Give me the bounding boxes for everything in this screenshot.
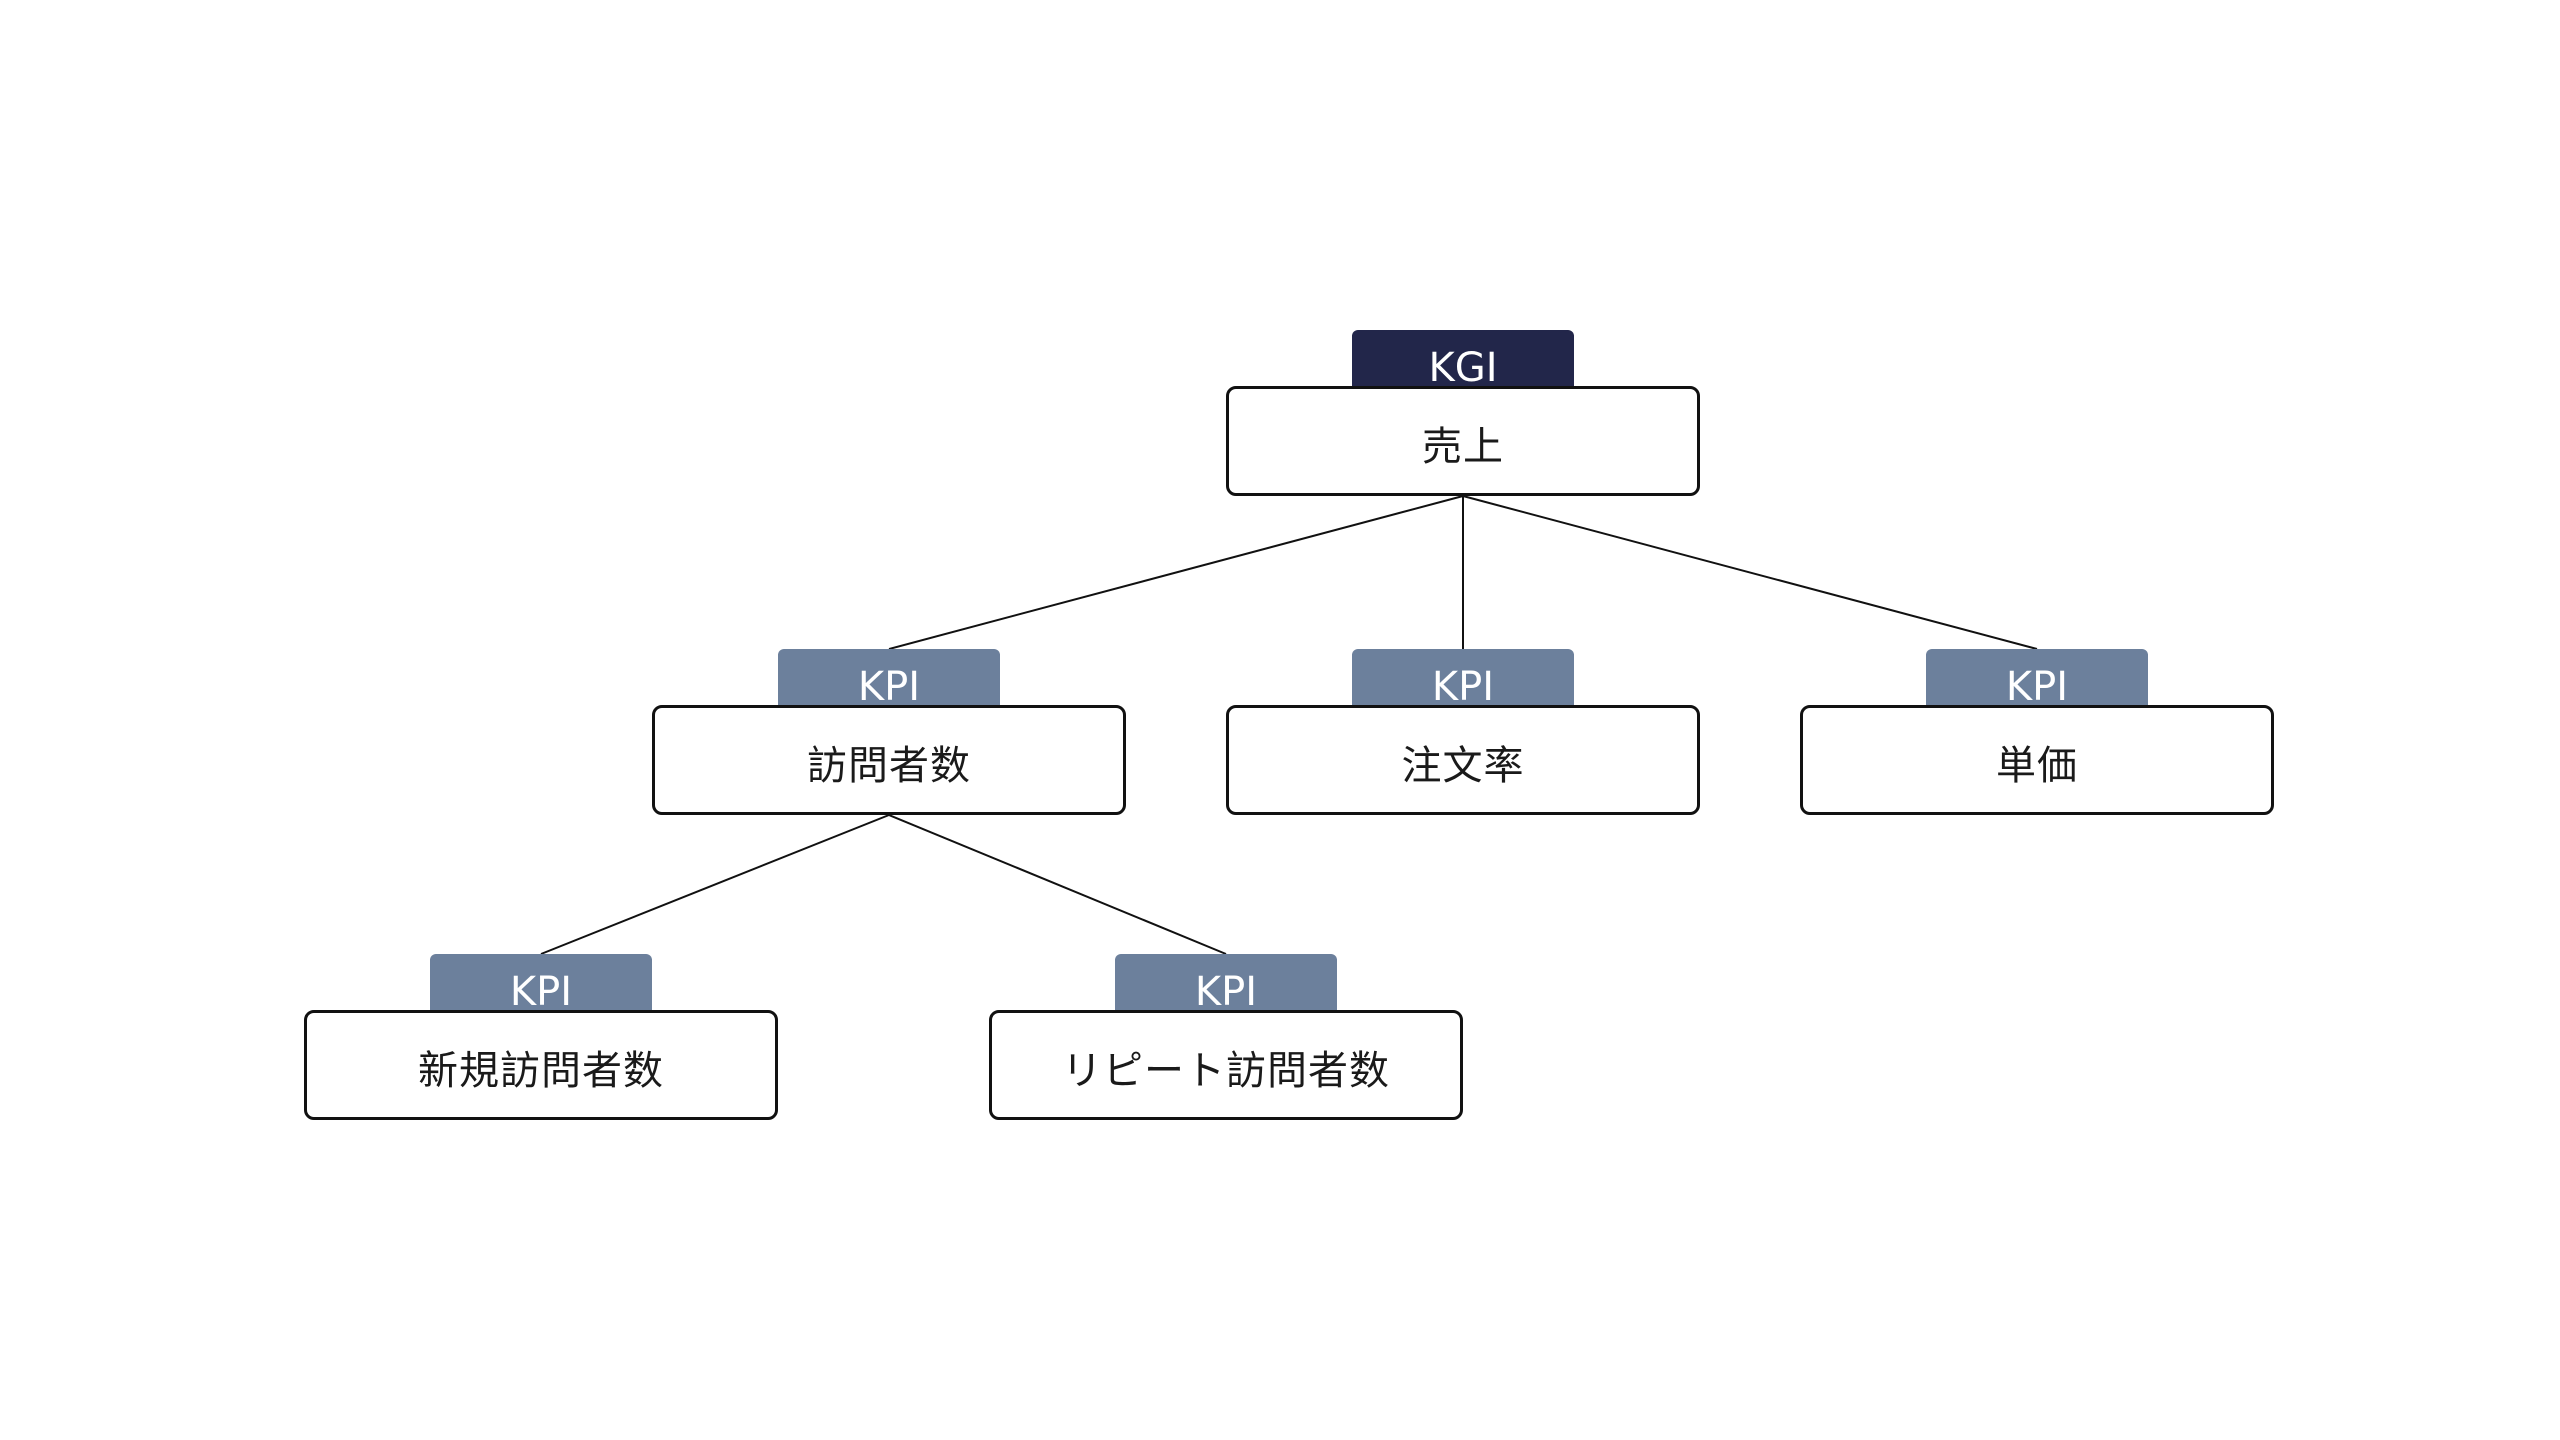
node-box: 売上 bbox=[1226, 386, 1700, 496]
edge-root-unit_price bbox=[1462, 495, 2038, 650]
edge-root-visitors bbox=[888, 495, 1464, 650]
node-box: リピート訪問者数 bbox=[989, 1010, 1463, 1120]
node-label-unit-price: 単価 bbox=[1996, 743, 2078, 789]
node-box: 新規訪問者数 bbox=[304, 1010, 778, 1120]
node-box: 訪問者数 bbox=[652, 705, 1126, 815]
node-label-sales: 売上 bbox=[1422, 424, 1504, 470]
node-label-visitors: 訪問者数 bbox=[807, 743, 971, 789]
edge-visitors-repeat_visitors bbox=[888, 814, 1227, 955]
node-label-new-visitors: 新規訪問者数 bbox=[418, 1048, 664, 1094]
node-label-order-rate: 注文率 bbox=[1401, 743, 1525, 789]
node-box: 注文率 bbox=[1226, 705, 1700, 815]
node-box: 単価 bbox=[1800, 705, 2274, 815]
node-label-repeat-visitors: リピート訪問者数 bbox=[1062, 1048, 1390, 1094]
edge-visitors-new_visitors bbox=[540, 814, 890, 955]
